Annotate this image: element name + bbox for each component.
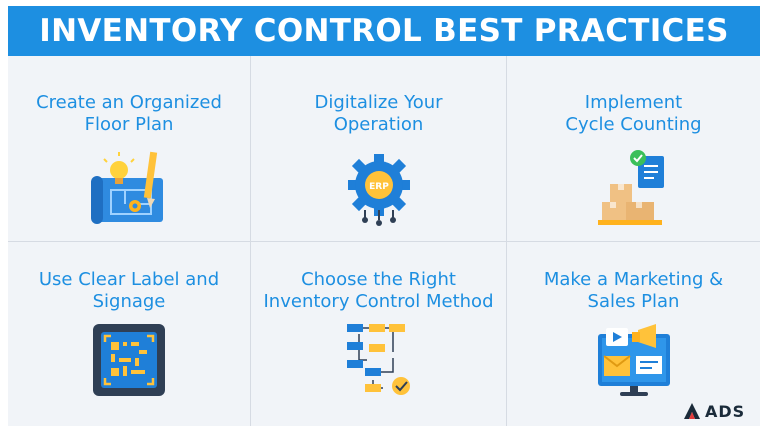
practice-card-labels: Use Clear Label and Signage: [8, 242, 251, 426]
blueprint-icon: [91, 151, 163, 224]
practice-title: Make a Marketing & Sales Plan: [543, 269, 724, 312]
marketing-screen-icon: [597, 324, 670, 396]
practice-title: Implement Cycle Counting: [565, 92, 702, 135]
practice-card-control-method: Choose the Right Inventory Control Metho…: [251, 242, 507, 426]
practice-title: Digitalize Your Operation: [314, 92, 443, 135]
title-banner: INVENTORY CONTROL BEST PRACTICES: [8, 6, 760, 56]
practices-grid: Create an Organized Floor Plan Digitaliz…: [8, 56, 760, 426]
qr-label-icon: [93, 324, 165, 396]
practice-card-marketing: Make a Marketing & Sales Plan: [507, 242, 760, 426]
ads-logo-icon: [684, 403, 700, 419]
erp-gear-icon: ERP: [347, 154, 410, 226]
practice-title: Use Clear Label and Signage: [38, 269, 220, 312]
ads-logo: ADS: [683, 400, 745, 422]
page-title: INVENTORY CONTROL BEST PRACTICES: [39, 13, 729, 49]
boxes-checklist-icon: [597, 150, 664, 225]
erp-label: ERP: [369, 182, 389, 192]
practice-title: Create an Organized Floor Plan: [36, 92, 222, 135]
logo-text: ADS: [705, 401, 746, 421]
practice-card-digitalize: Digitalize Your Operation ERP: [251, 56, 507, 242]
practice-card-cycle-counting: Implement Cycle Counting: [507, 56, 760, 242]
practice-title: Choose the Right Inventory Control Metho…: [263, 269, 494, 312]
flowchart-icon: [346, 324, 410, 395]
practice-card-floor-plan: Create an Organized Floor Plan: [8, 56, 251, 242]
